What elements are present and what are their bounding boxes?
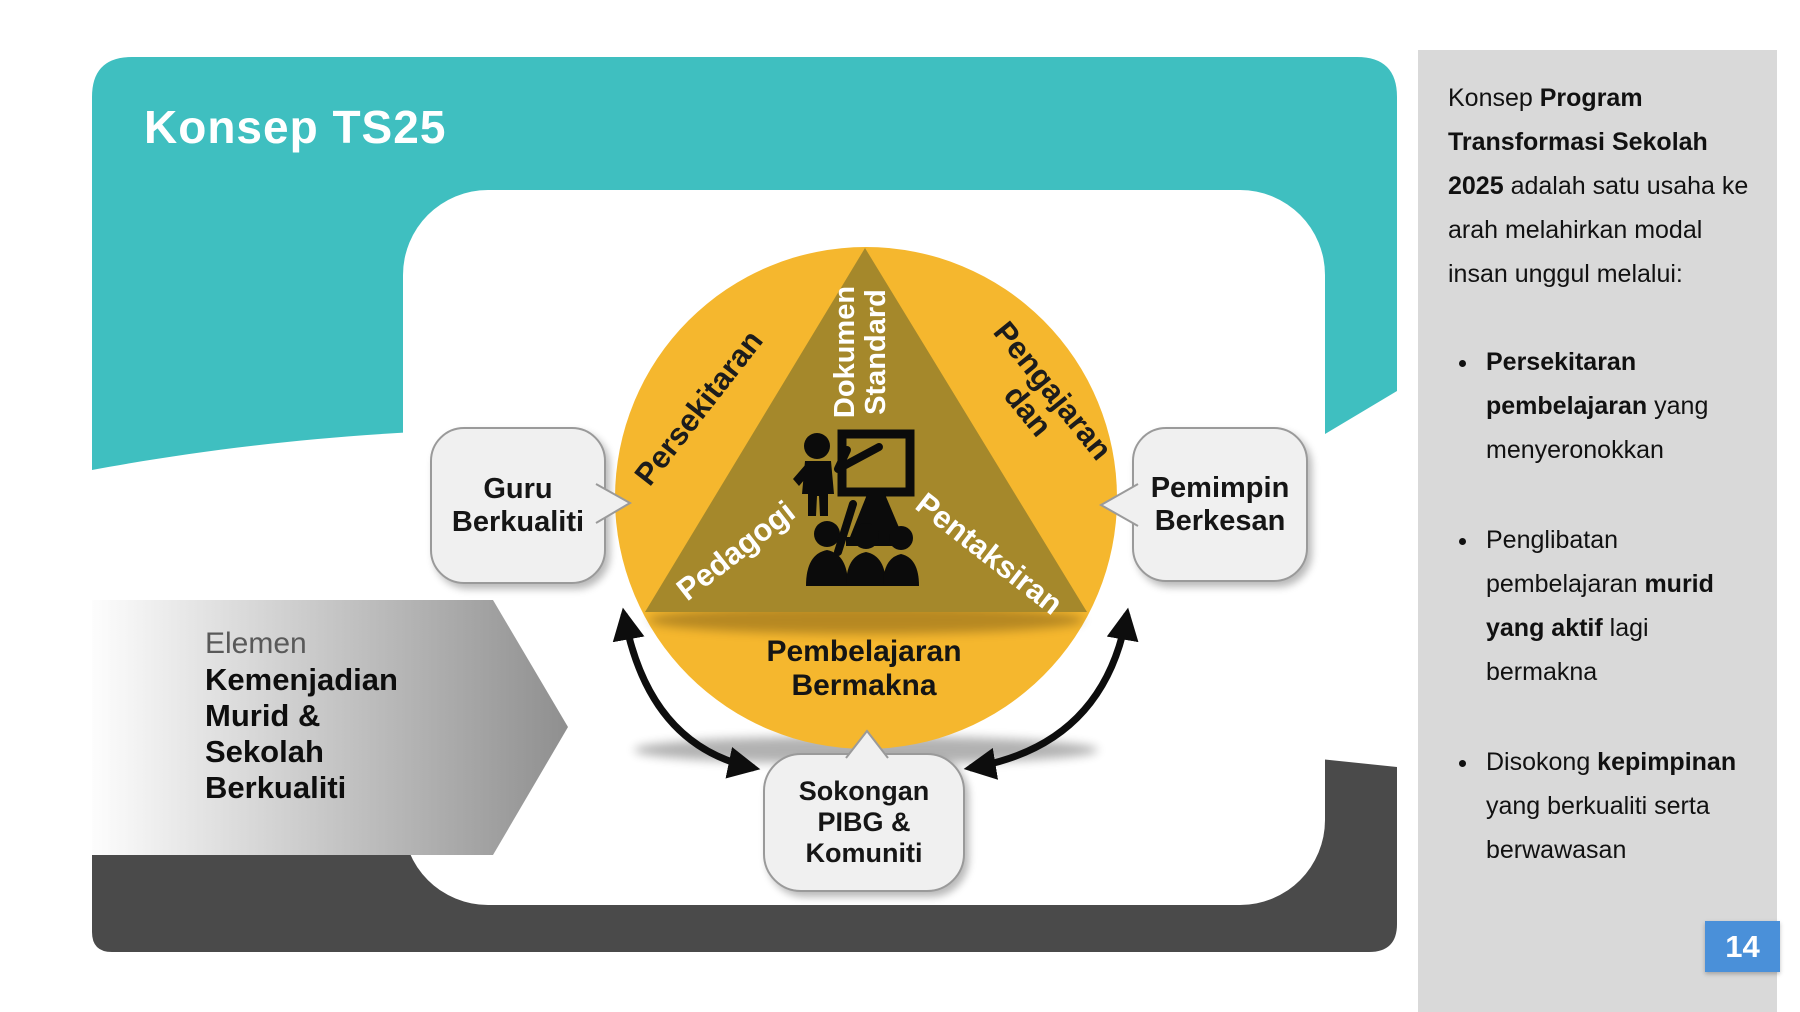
outcome-arrow-prefix: Elemen [205,627,307,660]
callout-sokongan-pibg: Sokongan PIBG & Komuniti [763,753,965,892]
outcome-arrow-label: Elemen Kemenjadian Murid & Sekolah Berku… [205,626,398,806]
sidebar-bullet-list: Persekitaran pembelajaran yang menyerono… [1448,340,1749,872]
teacher-classroom-icon [793,429,919,586]
sidebar-bullet-3: Disokong kepimpinan yang berkualiti sert… [1480,740,1749,872]
sidebar-bullet-1: Persekitaran pembelajaran yang menyerono… [1480,340,1749,472]
label-pembelajaran-bermakna: Pembelajaran Bermakna [766,635,962,702]
callout-pemimpin-berkesan: Pemimpin Berkesan [1132,427,1308,582]
sidebar-bullet-2: Penglibatan pembelajaran murid yang akti… [1480,518,1749,694]
sidebar-intro-text: Konsep Program Transformasi Sekolah 2025… [1448,84,1749,288]
outcome-arrow-shape [92,600,568,855]
callout-guru-berkualiti: Guru Berkualiti [430,427,606,584]
outcome-arrow-main: Kemenjadian Murid & Sekolah Berkualiti [205,662,398,805]
page-number-badge: 14 [1705,921,1780,972]
sidebar-panel: Konsep Program Transformasi Sekolah 2025… [1418,50,1777,1012]
slide-title: Konsep TS25 [144,101,447,153]
label-dokumen-standard: Dokumen Standard [829,285,892,419]
